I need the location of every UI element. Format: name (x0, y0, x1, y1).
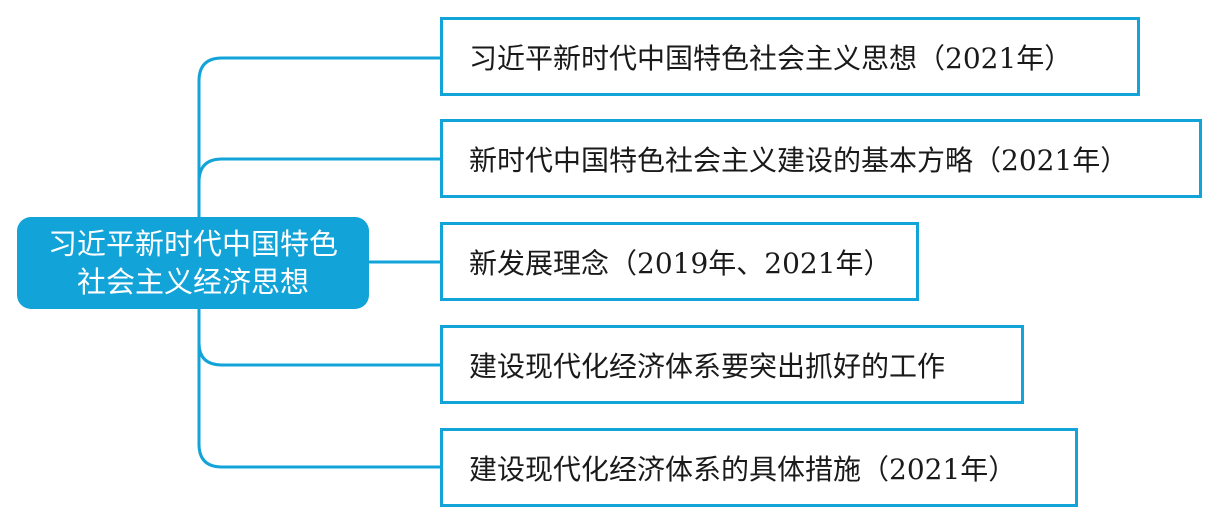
connector-branch-4 (197, 307, 442, 469)
branch-node-4: 建设现代化经济体系的具体措施（2021年） (440, 428, 1078, 507)
branch-node-1: 新时代中国特色社会主义建设的基本方略（2021年） (440, 119, 1202, 198)
branch-node-4-label: 建设现代化经济体系的具体措施（2021年） (469, 452, 1017, 486)
branch-node-3: 建设现代化经济体系要突出抓好的工作 (440, 325, 1024, 404)
branch-node-0: 习近平新时代中国特色社会主义思想（2021年） (440, 17, 1140, 96)
connector-branch-3 (197, 307, 442, 367)
branch-node-1-label: 新时代中国特色社会主义建设的基本方略（2021年） (469, 143, 1129, 177)
branch-node-0-label: 习近平新时代中国特色社会主义思想（2021年） (469, 41, 1073, 75)
branch-node-2: 新发展理念（2019年、2021年） (440, 222, 919, 301)
root-node-line-1: 习近平新时代中国特色 (47, 227, 338, 261)
root-node-line-2: 社会主义经济思想 (76, 265, 309, 299)
connector-branch-1 (197, 157, 442, 219)
connector-branch-0 (197, 56, 442, 219)
branch-node-3-label: 建设现代化经济体系要突出抓好的工作 (469, 349, 946, 383)
branch-node-2-label: 新发展理念（2019年、2021年） (469, 246, 892, 280)
root-node: 习近平新时代中国特色 社会主义经济思想 (17, 217, 369, 309)
